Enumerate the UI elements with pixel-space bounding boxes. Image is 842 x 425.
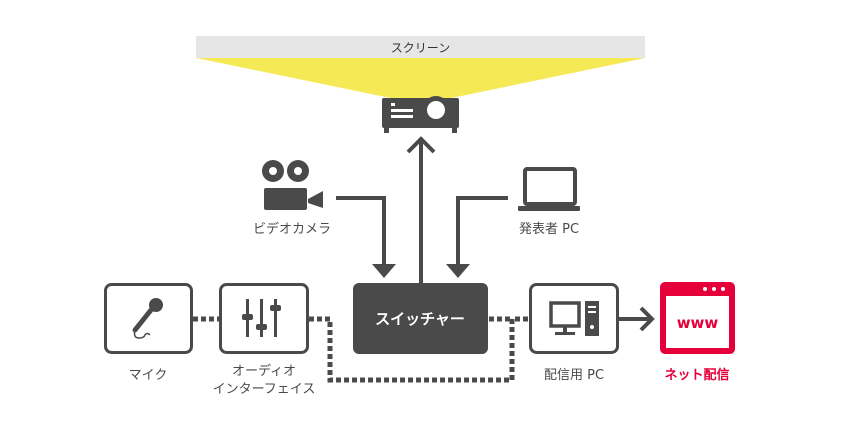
microphone-icon — [132, 298, 163, 339]
audio-interface-box — [219, 283, 309, 354]
laptop-icon — [518, 167, 580, 211]
mixer-icon — [242, 299, 281, 337]
mic-box — [104, 283, 193, 354]
pc-label: 配信用 PC — [543, 368, 605, 383]
projection-beam — [196, 58, 645, 102]
audio-label-line1: オーディオ — [231, 364, 297, 379]
mic-label: マイク — [128, 368, 168, 383]
desktop-pc-icon — [549, 301, 599, 336]
web-label: ネット配信 — [664, 368, 730, 383]
audio-label-line2: インターフェイス — [212, 382, 316, 397]
web-browser-icon: www — [660, 282, 735, 354]
dotted-connections — [193, 316, 529, 383]
arrowhead — [372, 264, 396, 278]
switcher-box — [353, 283, 488, 354]
arrowhead — [446, 264, 470, 278]
screen-label: スクリーン — [390, 40, 451, 55]
pc-box — [529, 283, 619, 354]
line-laptop-to-switcher — [456, 196, 508, 272]
arrow-switcher-to-projector — [406, 136, 436, 283]
video-camera-icon — [262, 160, 323, 210]
screen-bar — [196, 36, 645, 58]
svg-text:www: www — [677, 314, 719, 332]
line-camera-to-switcher — [336, 196, 386, 272]
projector-icon — [382, 96, 459, 133]
switcher-label: スイッチャー — [375, 310, 465, 328]
camera-label: ビデオカメラ — [252, 222, 332, 237]
arrow-pc-to-web — [619, 306, 655, 332]
laptop-label: 発表者 PC — [518, 222, 580, 237]
